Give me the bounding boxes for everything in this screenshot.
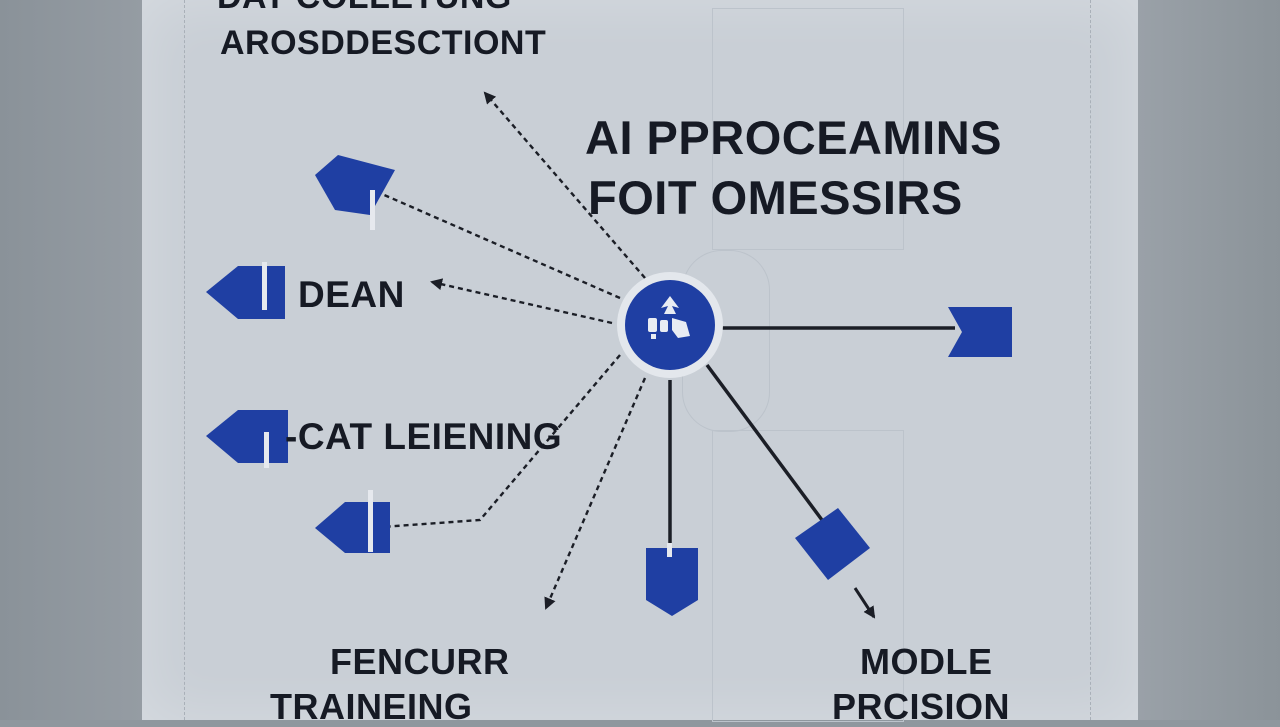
guide-line-right <box>1090 0 1091 720</box>
node-bottom-right <box>795 508 870 580</box>
edge-hub-to-lower-left <box>381 354 621 529</box>
diagram-board <box>142 0 1138 722</box>
node-bottom <box>646 548 698 616</box>
edge-hub-to-dean <box>430 278 613 325</box>
faint-frame-top <box>712 8 904 250</box>
label-bottom-right-2: PRCISION <box>832 686 1011 727</box>
edge-to-model-precision <box>853 587 876 619</box>
node-upper-left-tick <box>370 190 375 230</box>
label-bottom-left-2: TRAINEING <box>270 686 473 727</box>
edge-hub-to-upper-left <box>381 192 621 300</box>
node-cat-leiening-tick <box>264 432 269 468</box>
node-dean <box>206 266 285 319</box>
title-line-2: FOIT OMESSIRS <box>588 171 963 224</box>
node-upper-left <box>315 155 395 215</box>
header-cut-line: DAT COLLETUNG <box>217 0 512 16</box>
header-line: AROSDDESCTIONT <box>220 24 547 62</box>
hub-circle <box>625 280 715 370</box>
edge-hub-to-bottom-left <box>544 377 647 610</box>
node-dean-tick <box>262 262 267 310</box>
node-lower-left <box>315 502 390 553</box>
label-dean: DEAN <box>298 274 405 315</box>
right-frame <box>1138 0 1280 720</box>
node-bottom-tick <box>667 543 672 557</box>
brain-robot-icon <box>648 296 690 339</box>
edge-hub-to-bottom-right <box>705 363 824 522</box>
left-frame <box>0 0 142 720</box>
title-line-1: AI PPROCEAMINS <box>585 111 1002 164</box>
node-cat-leiening <box>206 410 288 463</box>
node-right <box>948 307 1012 357</box>
node-lower-left-tick <box>368 490 373 552</box>
label-bottom-right-1: MODLE <box>860 641 993 682</box>
label-bottom-left-1: FENCURR <box>330 641 510 682</box>
guide-line-left <box>184 0 185 720</box>
label-cat-leiening: -CAT LEIENING <box>285 416 563 457</box>
edge-hub-to-top <box>483 91 646 279</box>
